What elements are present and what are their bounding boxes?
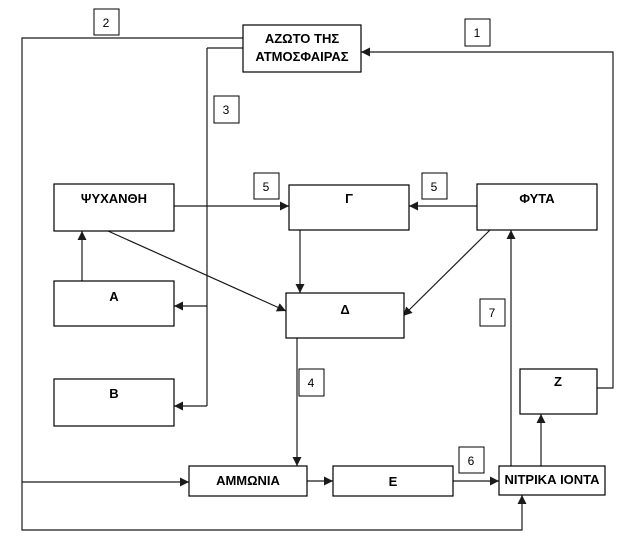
step-box-5-left bbox=[253, 172, 280, 200]
node-delta-box bbox=[285, 292, 405, 339]
node-z-box bbox=[519, 368, 598, 415]
node-fungi-box bbox=[53, 183, 175, 232]
node-nitrate-ions-label: ΝΙΤΡΙΚΑ ΙΟΝΤΑ bbox=[504, 472, 600, 487]
arrow-z-to-air-nitrogen bbox=[361, 47, 614, 389]
node-delta-label: Δ bbox=[340, 302, 349, 317]
step-label-3: 3 bbox=[223, 103, 230, 117]
node-ammonia-label: ΑΜΜΩΝΙΑ bbox=[216, 473, 280, 488]
line-air-nitrogen-left bbox=[21, 37, 527, 531]
step-label-1: 1 bbox=[474, 26, 481, 40]
node-b-box bbox=[53, 378, 175, 427]
node-gamma-label: Γ bbox=[345, 191, 353, 206]
step-label-2: 2 bbox=[103, 16, 110, 30]
step-box-3 bbox=[213, 95, 240, 124]
node-a-label: Α bbox=[109, 289, 119, 304]
node-fungi-label: ΨΥΧΑΝΘΗ bbox=[81, 191, 147, 206]
node-e-box bbox=[332, 465, 454, 497]
node-z-label: Ζ bbox=[554, 374, 562, 389]
step-label-5-left: 5 bbox=[263, 180, 270, 194]
node-a-box bbox=[53, 280, 175, 327]
step-label-5-right: 5 bbox=[431, 180, 438, 194]
node-air-nitrogen-box bbox=[242, 24, 362, 73]
step-box-2 bbox=[93, 8, 120, 36]
node-plants-label: ΦΥΤΑ bbox=[519, 191, 555, 206]
arrow-fungi-to-delta bbox=[107, 230, 287, 312]
arrow-plants-to-delta bbox=[402, 229, 491, 317]
step-box-5-right bbox=[421, 172, 448, 200]
step-label-4: 4 bbox=[308, 376, 315, 390]
node-plants-box bbox=[476, 183, 598, 231]
step-box-6 bbox=[458, 446, 485, 474]
step-box-4 bbox=[298, 368, 325, 397]
node-air-nitrogen-line2: ΑΤΜΟΣΦΑΙΡΑΣ bbox=[255, 49, 348, 64]
step-box-7 bbox=[479, 298, 506, 327]
node-ammonia-box bbox=[188, 465, 308, 497]
node-air-nitrogen-line1: ΑΖΩΤΟ ΤΗΣ bbox=[265, 31, 340, 46]
node-gamma-box bbox=[288, 184, 410, 231]
step-box-1 bbox=[464, 18, 491, 47]
node-e-label: Ε bbox=[389, 474, 398, 489]
node-b-label: Β bbox=[109, 386, 118, 401]
step-label-6: 6 bbox=[468, 454, 475, 468]
node-nitrate-ions-box bbox=[498, 465, 606, 496]
step-label-7: 7 bbox=[489, 306, 496, 320]
